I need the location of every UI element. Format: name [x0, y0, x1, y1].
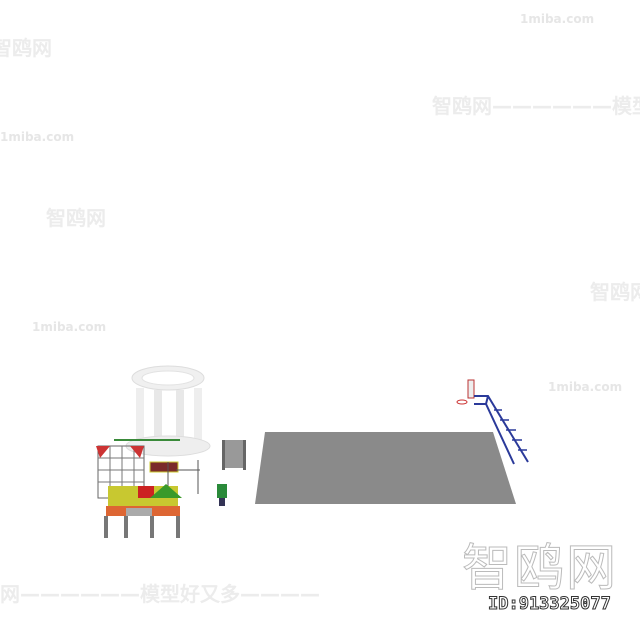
watermark-site: 1miba.com: [0, 130, 75, 144]
basketball-hoop-ladder: [456, 379, 529, 465]
play-house: [104, 484, 182, 538]
slide: [222, 440, 246, 470]
model-id: ID:913325077: [488, 594, 612, 615]
watermark-long: 智鸥网——————模型好又: [432, 94, 640, 118]
watermark-brand: 智鸥网: [0, 36, 52, 60]
brand-logo: 智鸥网: [462, 539, 618, 598]
spring-rider: [217, 484, 227, 506]
watermark-brand: 智鸥网: [46, 206, 106, 230]
watermark-site: 1miba.com: [32, 320, 107, 334]
watermark-site: 1miba.com: [548, 380, 623, 394]
watermark-brand: 智鸥网: [590, 280, 640, 304]
ground-pad: [255, 432, 516, 504]
gazebo: [125, 365, 211, 457]
watermark-site: 1miba.com: [520, 12, 595, 26]
watermark-bottom: 网——————模型好又多————: [0, 582, 320, 606]
